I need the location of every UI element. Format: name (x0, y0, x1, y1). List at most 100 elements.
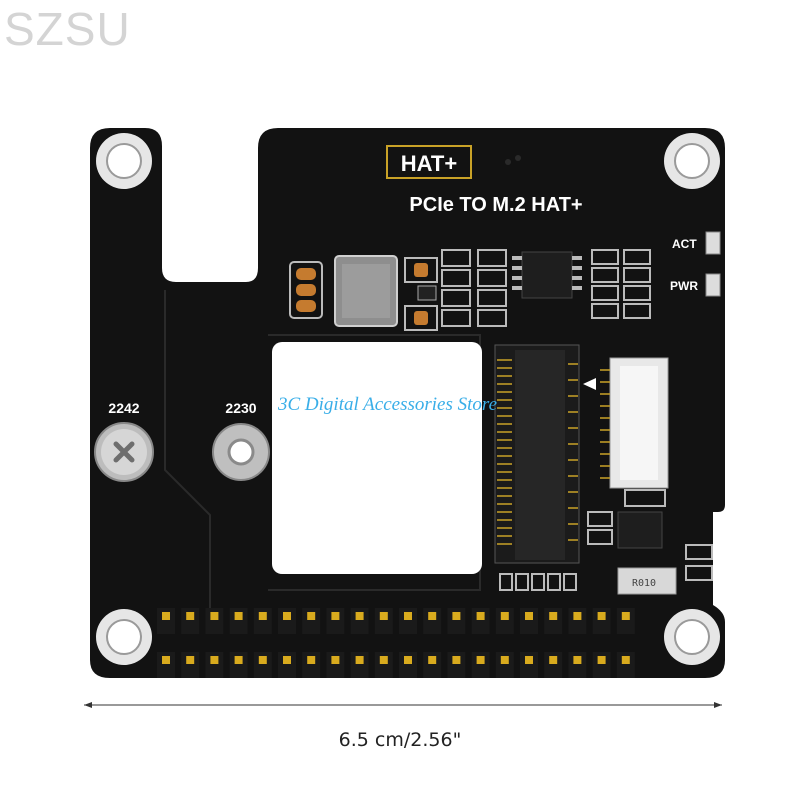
led-act-label: ACT (672, 237, 697, 251)
gpio-pin-housing (399, 608, 417, 634)
gpio-pin-housing (181, 652, 200, 678)
gpio-header (157, 608, 635, 678)
mount-hole-bottom-left (96, 609, 152, 665)
gpio-pin-housing (350, 652, 369, 678)
gpio-pin (404, 656, 412, 664)
gpio-pin (258, 656, 267, 664)
gpio-pin-housing (520, 652, 538, 678)
regulator-chip (617, 511, 663, 549)
gpio-pin-housing (471, 608, 490, 634)
gpio-pin (597, 612, 606, 620)
controller-chip (521, 251, 573, 299)
gpio-pin (331, 656, 340, 664)
gpio-pin-housing (326, 608, 345, 634)
gpio-pin (331, 612, 340, 620)
gpio-pin (162, 612, 170, 620)
dimension-label: 6.5 cm/2.56" (338, 729, 462, 751)
gpio-pin-housing (568, 652, 587, 678)
gpio-pin (452, 612, 461, 620)
inductor-code: R010 (632, 578, 656, 589)
gpio-pin (597, 656, 606, 664)
mount-label-2242: 2242 (108, 400, 139, 416)
gpio-pin (234, 656, 243, 664)
gpio-pin (428, 612, 437, 620)
gpio-pin-housing (495, 652, 514, 678)
gpio-pin (573, 612, 582, 620)
gpio-pin (428, 656, 437, 664)
gpio-pin (210, 612, 219, 620)
gpio-pin (404, 612, 412, 620)
gpio-pin (525, 612, 533, 620)
gpio-pin (186, 656, 195, 664)
gpio-pin (283, 612, 291, 620)
gpio-pin-housing (157, 608, 175, 634)
led-pwr-label: PWR (670, 279, 698, 293)
board-cutout (272, 342, 482, 574)
gpio-pin-housing (181, 608, 200, 634)
gpio-pin-housing (520, 608, 538, 634)
gpio-pin-housing (302, 608, 321, 634)
gpio-pin (621, 656, 630, 664)
mount-hole-top-right (664, 133, 720, 189)
gpio-pin (379, 612, 388, 620)
gpio-pin-housing (229, 608, 248, 634)
gpio-pin (234, 612, 243, 620)
gpio-pin-housing (568, 608, 587, 634)
gpio-pin (525, 656, 533, 664)
hat-plus-badge-label: HAT+ (401, 151, 457, 176)
gpio-pin-housing (592, 608, 611, 634)
store-watermark: 3C Digital Accessories Store (278, 394, 498, 415)
gpio-pin (500, 612, 509, 620)
gpio-pin-housing (495, 608, 514, 634)
gpio-pin-housing (616, 652, 635, 678)
gpio-pin (549, 656, 558, 664)
gpio-pin (452, 656, 461, 664)
gpio-pin-housing (350, 608, 369, 634)
gpio-pin-housing (374, 652, 393, 678)
gpio-pin-housing (157, 652, 175, 678)
gpio-pin (621, 612, 630, 620)
gpio-pin (307, 612, 316, 620)
gpio-pin-housing (205, 608, 224, 634)
mount-label-2230: 2230 (225, 400, 256, 416)
gpio-pin-housing (278, 608, 296, 634)
gpio-pin-housing (471, 652, 490, 678)
hat-plus-badge (386, 145, 472, 179)
watermark-text: SZSU (4, 3, 131, 55)
gpio-pin-housing (592, 652, 611, 678)
gpio-pin-housing (544, 608, 563, 634)
gpio-pin-housing (278, 652, 296, 678)
gpio-pin (258, 612, 267, 620)
gpio-pin-housing (302, 652, 321, 678)
gpio-pin (355, 656, 364, 664)
gpio-pin (283, 656, 291, 664)
gpio-pin (355, 612, 364, 620)
gpio-pin-housing (229, 652, 248, 678)
gpio-pin (162, 656, 170, 664)
gpio-pin-housing (205, 652, 224, 678)
gpio-pin-housing (253, 608, 272, 634)
gpio-pin (549, 612, 558, 620)
gpio-pin-housing (447, 608, 466, 634)
gpio-pin (307, 656, 316, 664)
gpio-pin (476, 612, 485, 620)
gpio-pin-housing (423, 652, 442, 678)
gpio-pin-housing (616, 608, 635, 634)
gpio-pin (210, 656, 219, 664)
mount-hole-bottom-right (664, 609, 720, 665)
gpio-pin-housing (399, 652, 417, 678)
standoff-2230 (212, 423, 270, 481)
board-title: PCIe TO M.2 HAT+ (409, 194, 582, 216)
gpio-pin (500, 656, 509, 664)
gpio-pin-housing (253, 652, 272, 678)
gpio-pin (476, 656, 485, 664)
gpio-pin (379, 656, 388, 664)
gpio-pin-housing (544, 652, 563, 678)
gpio-pin-housing (374, 608, 393, 634)
gpio-pin (186, 612, 195, 620)
gpio-pin-housing (447, 652, 466, 678)
gpio-pin (573, 656, 582, 664)
screw-2242 (94, 422, 154, 482)
gpio-pin-housing (326, 652, 345, 678)
